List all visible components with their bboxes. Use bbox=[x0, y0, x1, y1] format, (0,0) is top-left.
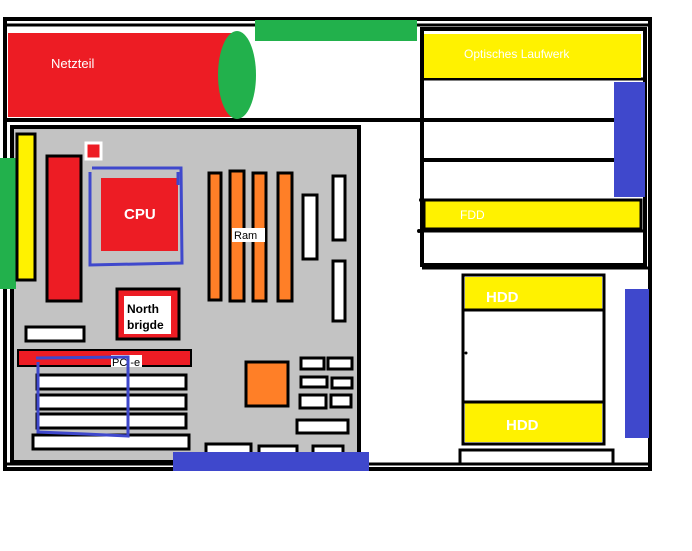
drive-cage-blue-bar bbox=[614, 82, 645, 197]
floppy-drive-label: FDD bbox=[460, 208, 485, 222]
hdd-bottom bbox=[465, 403, 602, 442]
ram-slot-4 bbox=[276, 171, 294, 303]
optical-drive-label: Optisches Laufwerk bbox=[464, 47, 570, 61]
header-4 bbox=[330, 376, 354, 390]
sata-connector-3 bbox=[331, 259, 347, 323]
ram-label-bg bbox=[232, 228, 265, 242]
pcie-label: PCI-e bbox=[112, 357, 140, 369]
pci-slot-2 bbox=[35, 393, 188, 411]
psu-label: Netzteil bbox=[51, 56, 94, 71]
sata-connector-2 bbox=[331, 174, 347, 242]
hdd-top bbox=[465, 277, 602, 309]
header-5 bbox=[298, 393, 328, 410]
pci-slot-1 bbox=[35, 373, 188, 391]
pci-slot-4 bbox=[31, 433, 191, 451]
right-blue-bar bbox=[625, 289, 649, 438]
fdd-dot-1 bbox=[419, 198, 423, 202]
hdd-dot bbox=[464, 351, 468, 355]
southbridge bbox=[244, 360, 290, 408]
northbridge-label-line2: brigde bbox=[127, 318, 164, 332]
graphics-card-outline bbox=[35, 355, 130, 438]
header-6 bbox=[329, 393, 353, 409]
sata-connector-1 bbox=[301, 193, 319, 261]
ram-label: Ram bbox=[234, 230, 257, 242]
vrm-block bbox=[45, 154, 83, 303]
fdd-dot-2 bbox=[417, 229, 421, 233]
optical-drive bbox=[424, 34, 641, 78]
small-red-chip bbox=[84, 141, 103, 161]
header-1 bbox=[299, 356, 326, 371]
power-supply bbox=[8, 33, 236, 117]
cpu-socket bbox=[101, 178, 178, 251]
hdd-bottom-label: HDD bbox=[506, 417, 539, 434]
bottom-blue-bar bbox=[173, 452, 369, 471]
cpu-cooler-outline bbox=[88, 166, 184, 267]
small-white-slot bbox=[24, 325, 86, 343]
top-vent bbox=[255, 20, 417, 41]
northbridge-label-bg bbox=[124, 296, 171, 334]
header-3 bbox=[299, 375, 329, 389]
pci-slot-3 bbox=[35, 412, 188, 430]
hdd-top-label: HDD bbox=[486, 289, 519, 306]
bottom-right-slot bbox=[458, 448, 615, 466]
cpu-label: CPU bbox=[124, 206, 156, 223]
rear-io-panel bbox=[0, 158, 16, 289]
floppy-drive bbox=[422, 198, 643, 231]
northbridge-label-line1: North bbox=[127, 302, 159, 316]
header-7 bbox=[295, 418, 350, 435]
ram-slot-1 bbox=[207, 171, 223, 302]
yellow-connector bbox=[15, 132, 37, 282]
header-2 bbox=[326, 356, 354, 371]
psu-fan bbox=[218, 31, 256, 119]
